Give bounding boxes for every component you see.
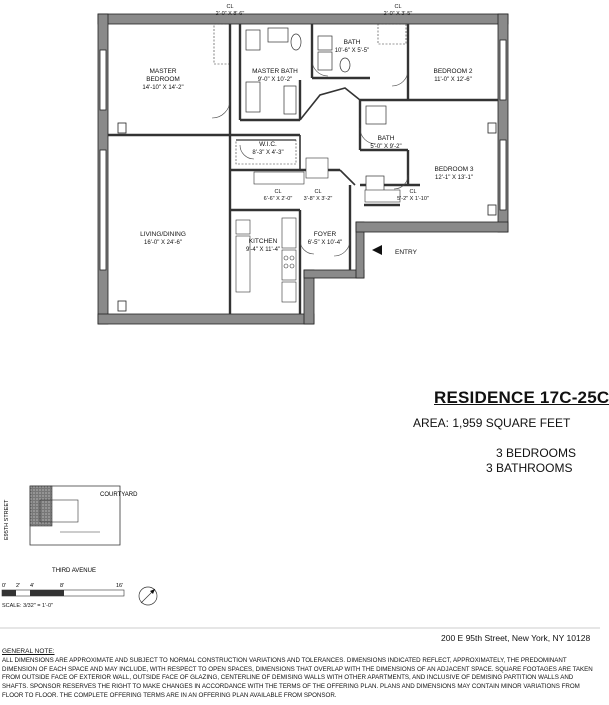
third-avenue-label: THIRD AVENUE (52, 568, 96, 574)
compass-icon (138, 586, 158, 606)
scale-tick-3: 8' (60, 583, 64, 589)
door-swings (211, 59, 409, 257)
wic-shelving (235, 139, 297, 165)
master-bedroom-label-2: BEDROOM (146, 76, 180, 83)
area-label: AREA: 1,959 SQUARE FEET (413, 416, 571, 430)
kitchen-label: KITCHEN (249, 238, 278, 245)
courtyard-label: COURTYARD (100, 492, 138, 498)
scale-tick-1: 2' (16, 583, 20, 589)
foyer-dims: 6'-5" X 10'-4" (308, 240, 343, 246)
closet-hall1-dims: 6'-6" X 2'-0" (264, 196, 293, 202)
bedroom2-label: BEDROOM 2 (433, 68, 472, 75)
living-label: LIVING/DINING (140, 231, 186, 238)
master-bedroom-label-1: MASTER (149, 68, 176, 75)
corridor-walls (299, 87, 361, 186)
address-label: 200 E 95th Street, New York, NY 10128 (441, 633, 591, 643)
hall-closets (253, 157, 401, 203)
residence-title: RESIDENCE 17C-25C (434, 388, 609, 407)
entry-arrow-icon (372, 245, 382, 255)
foyer-label: FOYER (314, 231, 337, 238)
bath3-label: BATH (378, 135, 395, 142)
bathrooms-label: 3 BATHROOMS (486, 461, 573, 475)
closet-bed3-dims: 5'-2" X 1'-10" (397, 196, 429, 202)
bath-dims: 10'-6" X 5'-5" (335, 48, 370, 54)
general-note-title: GENERAL NOTE: (2, 648, 55, 655)
closet-labels: CL 2'-0" X 8'-6" CL 2'-0" X 3'-5" CL 6'-… (216, 4, 429, 202)
windows (99, 39, 507, 312)
scale-tick-4: 16' (116, 583, 123, 589)
closet-top-left-dims: 2'-0" X 8'-6" (216, 11, 245, 17)
bedroom2-dims: 11'-0" X 12'-6" (434, 77, 471, 83)
general-note-body: ALL DIMENSIONS ARE APPROXIMATE AND SUBJE… (2, 657, 593, 699)
entry-label: ENTRY (395, 249, 418, 256)
closet-hall2-dims: 3'-8" X 3'-2" (304, 196, 333, 202)
bath-fixtures (317, 35, 387, 193)
closet-hall2-label: CL (314, 189, 321, 195)
bedrooms-label: 3 BEDROOMS (496, 446, 577, 460)
master-bath-dims: 9'-0" X 10'-2" (258, 77, 293, 83)
master-bath-fixtures (245, 27, 302, 115)
closet-top-right-label: CL (394, 4, 401, 10)
top-closets (213, 23, 407, 65)
scale-bar: 0' 2' 4' 8' 16' (1, 583, 125, 597)
scale-label: SCALE: 3/32" = 1'-0" (2, 603, 53, 609)
bath3-dims: 5'-0" X 9'-2" (370, 144, 401, 150)
wic-dims: 8'-3" X 4'-3" (252, 150, 283, 156)
scale-tick-0: 0' (2, 583, 6, 589)
wic-label: W.I.C. (259, 141, 277, 148)
closet-bed3-label: CL (409, 189, 416, 195)
scale-tick-2: 4' (30, 583, 34, 589)
bedroom3-label: BEDROOM 3 (434, 166, 473, 173)
room-labels: MASTER BEDROOM 14'-10" X 14'-2" MASTER B… (140, 39, 474, 256)
master-bedroom-dims: 14'-10" X 14'-2" (142, 85, 183, 91)
closet-top-left-label: CL (226, 4, 233, 10)
bedroom3-dims: 12'-1" X 13'-1" (435, 175, 473, 181)
closet-top-right-dims: 2'-0" X 3'-5" (384, 11, 413, 17)
living-dims: 16'-0" X 24'-6" (144, 240, 182, 246)
master-bath-label: MASTER BATH (252, 68, 298, 75)
kitchen-fixtures (235, 217, 297, 303)
street-label: E95TH STREET (4, 499, 10, 540)
closet-hall1-label: CL (274, 189, 281, 195)
key-plan: COURTYARD THIRD AVENUE E95TH STREET (4, 485, 138, 574)
bath-label: BATH (344, 39, 361, 46)
kitchen-dims: 9'-4" X 11'-4" (246, 247, 280, 253)
